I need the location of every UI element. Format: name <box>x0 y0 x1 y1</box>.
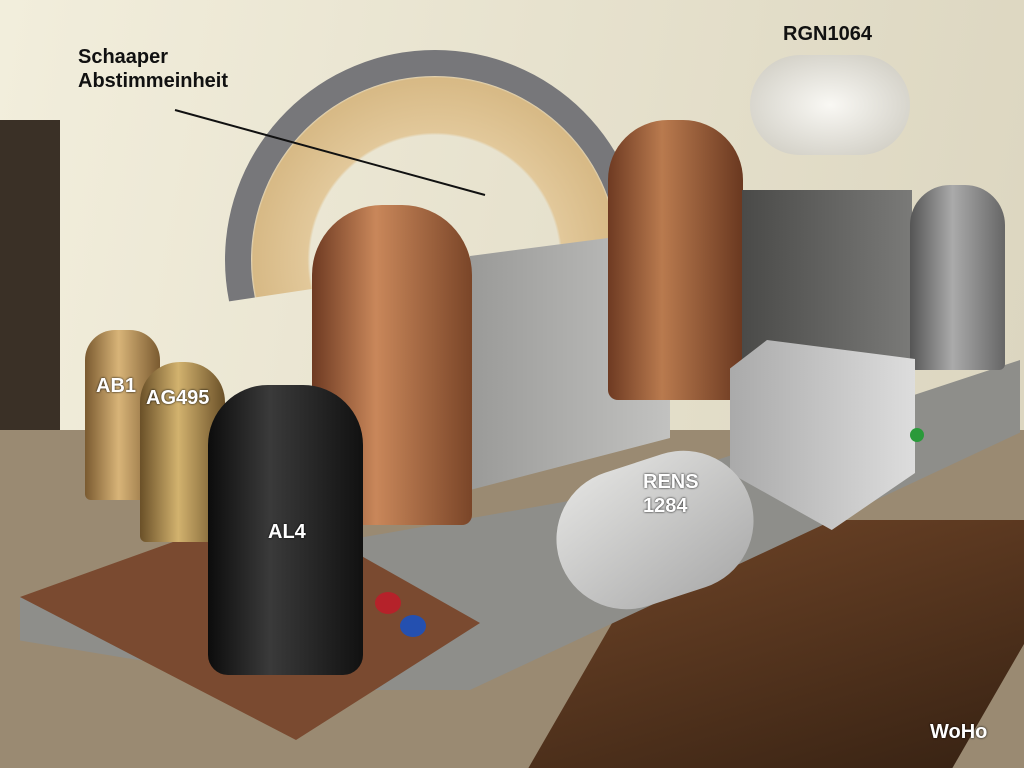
blue-terminal <box>400 615 426 637</box>
label-ag495: AG495 <box>146 387 210 409</box>
copper-can-right <box>608 120 743 400</box>
label-rgn1064: RGN1064 <box>783 23 872 45</box>
label-ab1: AB1 <box>96 375 137 397</box>
transformer <box>742 190 912 360</box>
red-terminal <box>375 592 401 614</box>
label-tuning-unit: Schaaper Abstimmeinheit <box>78 46 229 92</box>
watermark: WoHo <box>930 721 988 743</box>
al4-tube <box>208 385 363 675</box>
capacitor-can <box>910 185 1005 370</box>
rgn1064-tube <box>750 55 910 155</box>
green-terminal <box>910 428 924 442</box>
label-rens1284: RENS 1284 <box>643 471 699 517</box>
label-al4: AL4 <box>268 521 306 543</box>
